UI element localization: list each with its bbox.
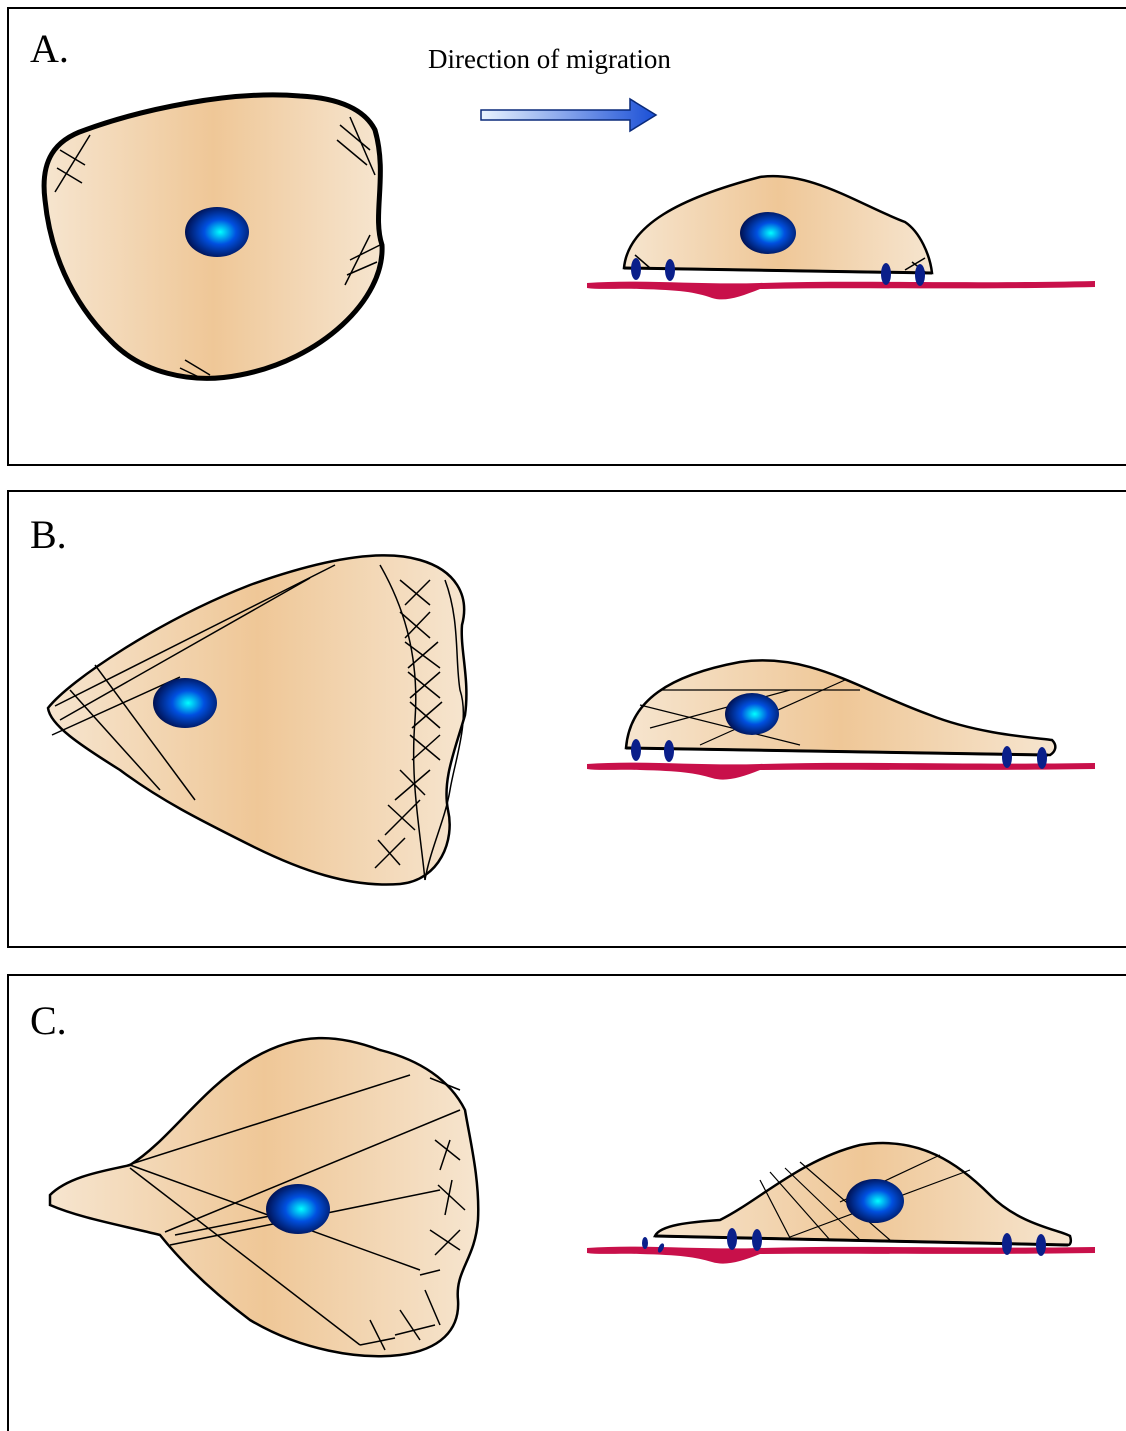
- nucleus-a-side: [740, 212, 796, 254]
- nucleus-c-side: [846, 1179, 904, 1223]
- panel-a: A. Direction of migration: [8, 8, 1126, 465]
- nucleus-b-side: [725, 693, 779, 735]
- nucleus-a-top: [185, 207, 249, 257]
- nucleus-c-top: [266, 1184, 330, 1234]
- panel-a-label: A.: [30, 26, 69, 71]
- nucleus-b-top: [153, 678, 217, 728]
- panel-b: B.: [8, 491, 1126, 947]
- cell-b-side-view: [626, 660, 1055, 755]
- cell-c-top-view: [50, 1038, 478, 1356]
- migration-caption: Direction of migration: [428, 44, 671, 74]
- panel-b-label: B.: [30, 512, 67, 557]
- substrate-a: [587, 281, 1095, 299]
- substrate-b: [587, 763, 1095, 780]
- panel-c: C.: [8, 975, 1126, 1431]
- panel-c-label: C.: [30, 998, 67, 1043]
- right-arrow-icon: [481, 99, 656, 131]
